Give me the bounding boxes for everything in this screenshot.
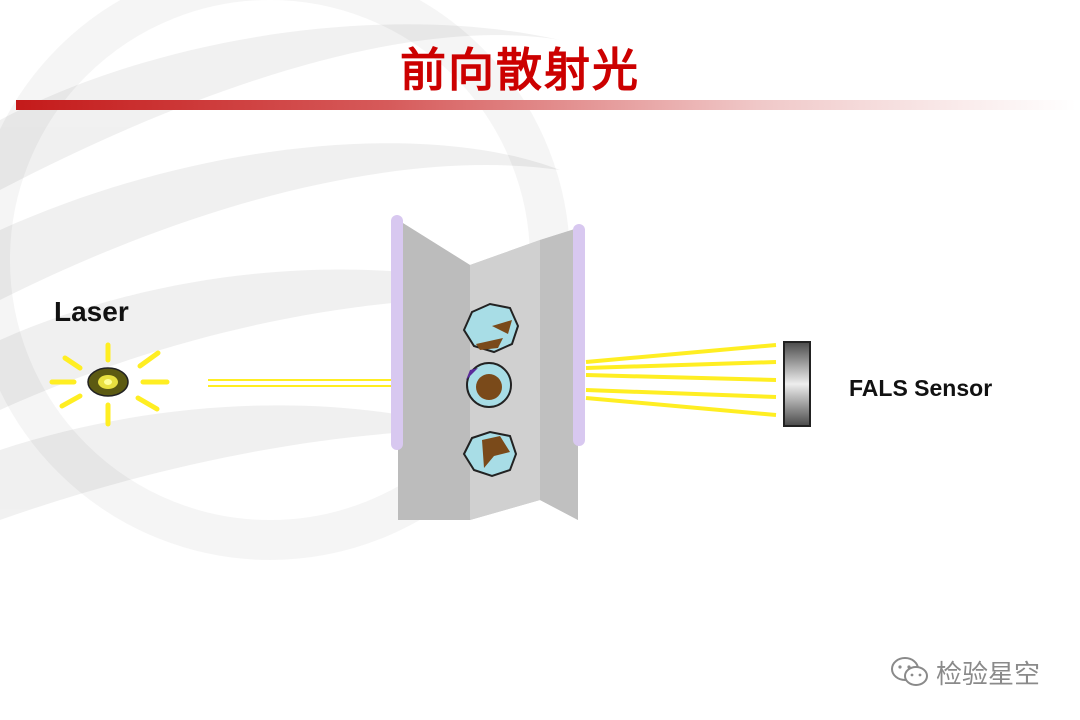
laser-emitter-icon [49,342,170,427]
watermark-text: 检验星空 [936,659,1041,690]
watermark: 检验星空 [890,652,1040,692]
wechat-icon [891,657,928,686]
sensor-icon [783,341,811,427]
title-underline [16,100,1076,110]
slide-title: 前向散射光 [400,43,640,97]
laser-beam [208,379,393,387]
blood-cell [462,430,518,478]
laser-label: Laser [54,296,129,327]
blood-cell [466,362,512,408]
scattered-light-rays [585,343,777,417]
blood-cell [462,302,520,354]
fals-sensor-label: FALS Sensor [849,375,993,401]
